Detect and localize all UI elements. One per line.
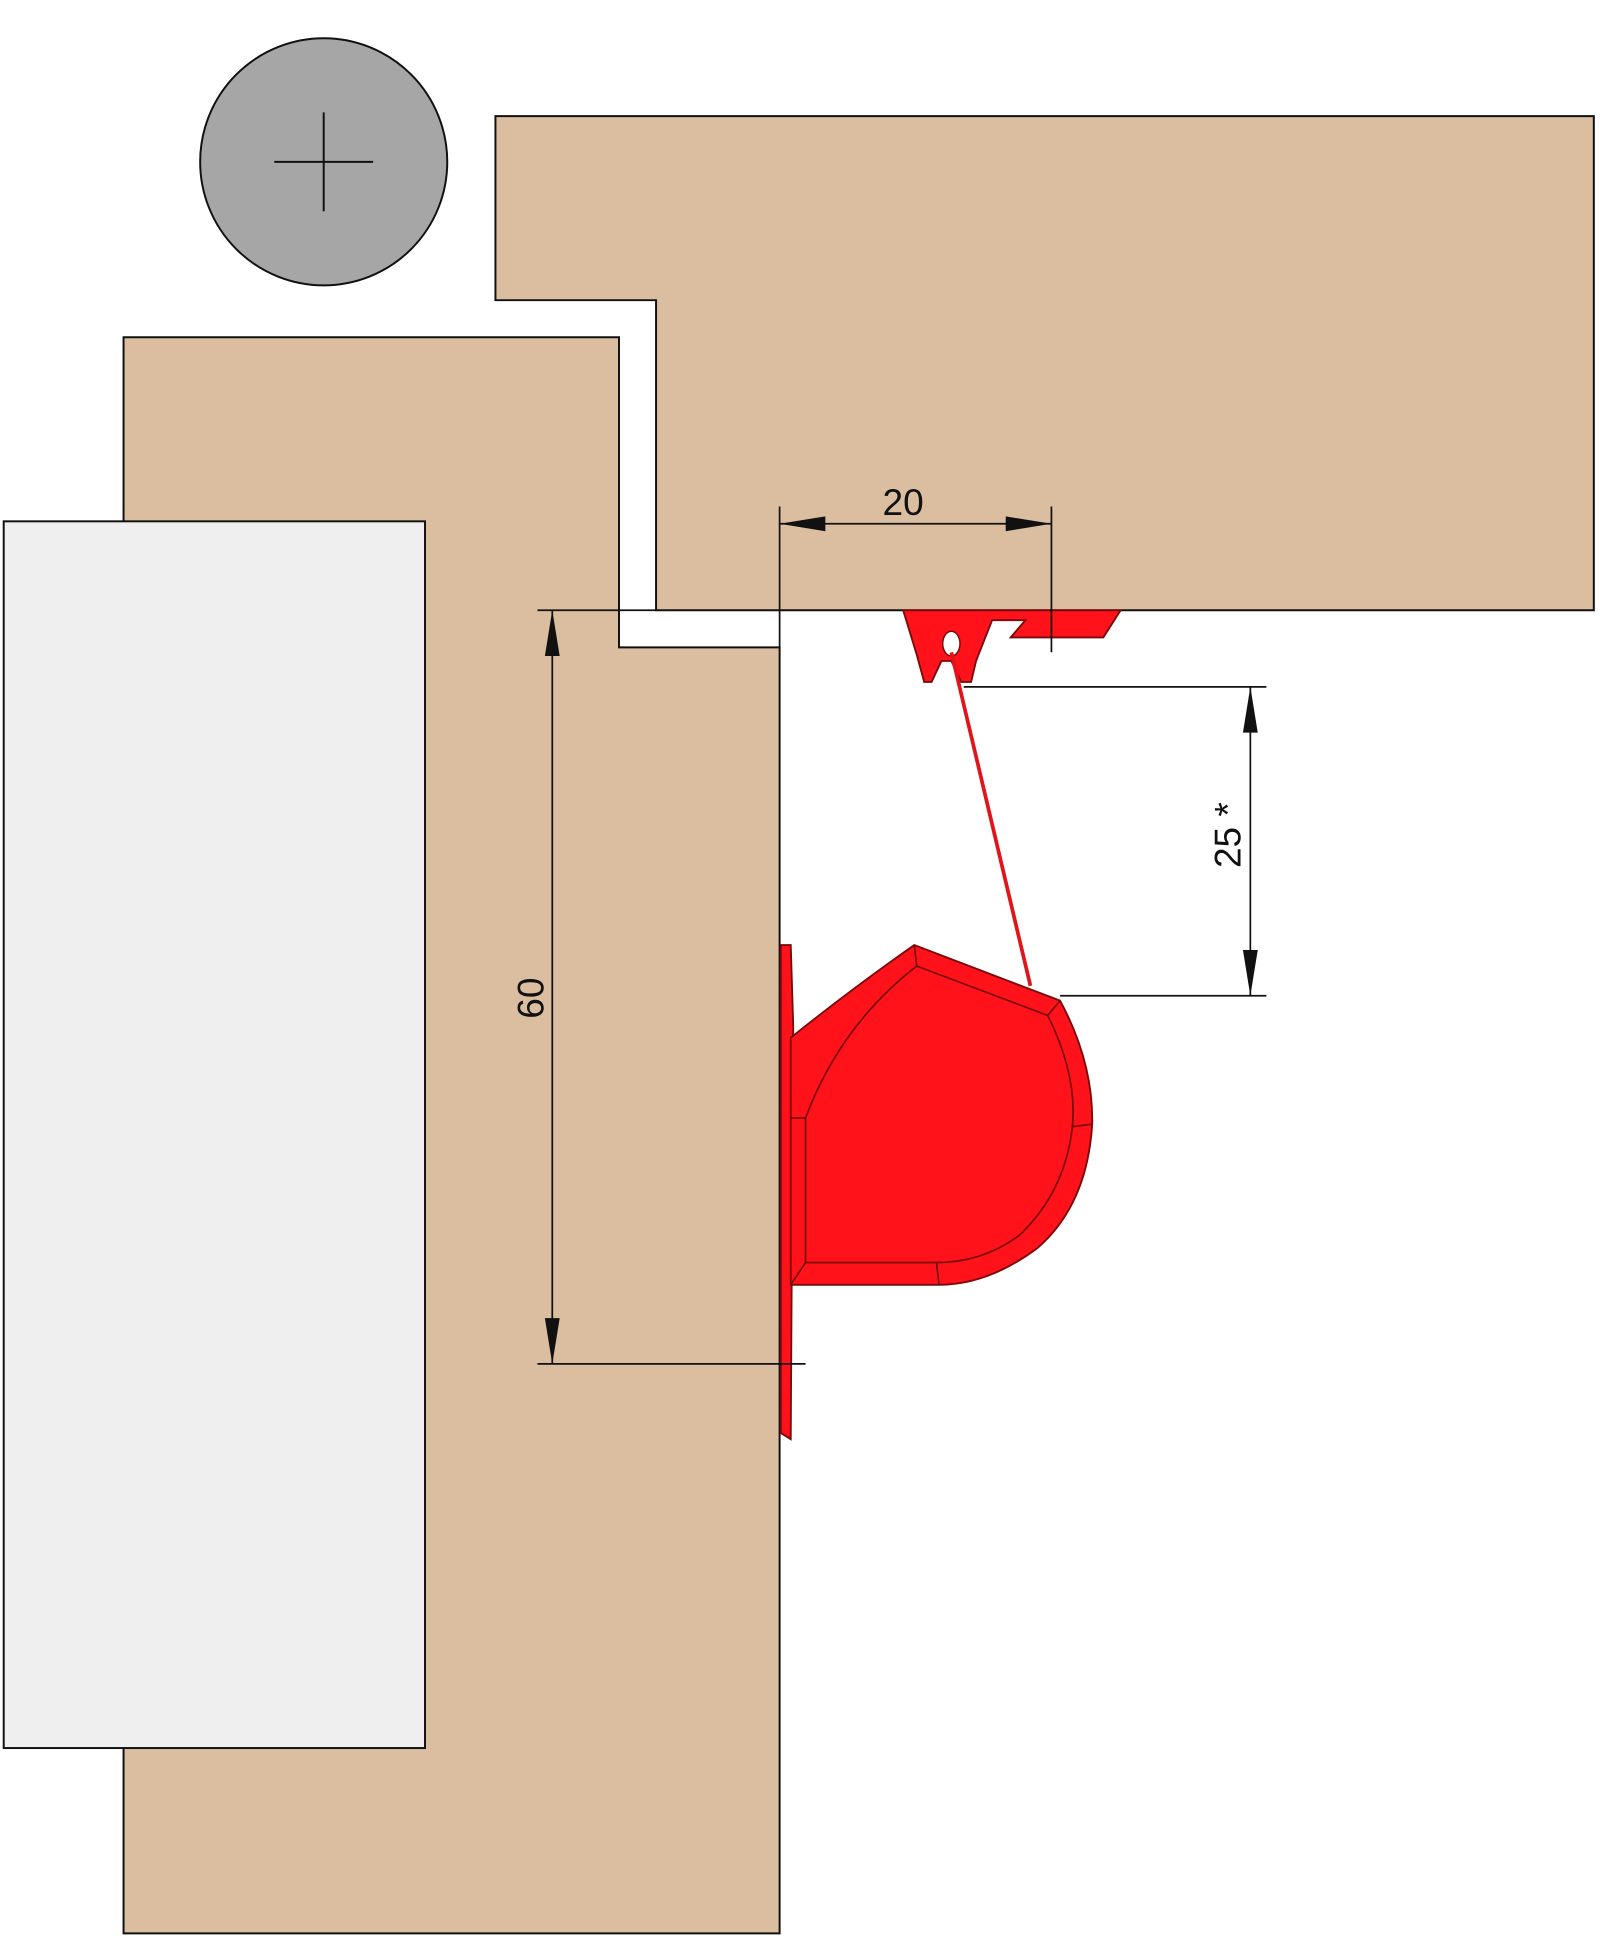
dimension-20: 20 [778,481,1053,653]
door-panel [2,520,427,1750]
dimension-25: 25 * [963,686,1267,997]
dimension-label-20: 20 [883,481,924,523]
catch-clip [901,609,1123,683]
dimension-60: 60 [510,609,806,1365]
catch-body [789,944,1094,1286]
dimension-label-25: 25 * [1206,802,1248,868]
dimension-label-60: 60 [510,978,552,1019]
top-panel [494,115,1595,612]
wire [949,651,1033,987]
screw-icon [199,37,449,287]
catch-body-facets [790,944,1093,1286]
